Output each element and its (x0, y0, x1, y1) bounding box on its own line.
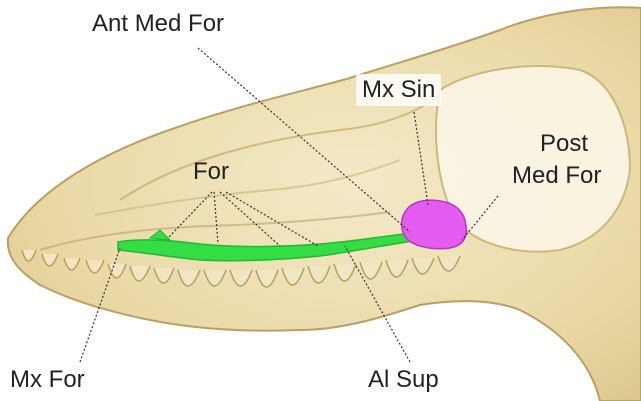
label-for: For (193, 158, 229, 186)
label-post-med-for-line1: Post (540, 130, 588, 158)
label-mx-sin: Mx Sin (356, 74, 441, 106)
label-mx-for: Mx For (10, 366, 85, 394)
label-al-sup: Al Sup (368, 366, 439, 394)
label-ant-med-for: Ant Med For (92, 10, 224, 38)
label-post-med-for-line2: Med For (512, 162, 601, 190)
sinus-structure (402, 200, 467, 249)
